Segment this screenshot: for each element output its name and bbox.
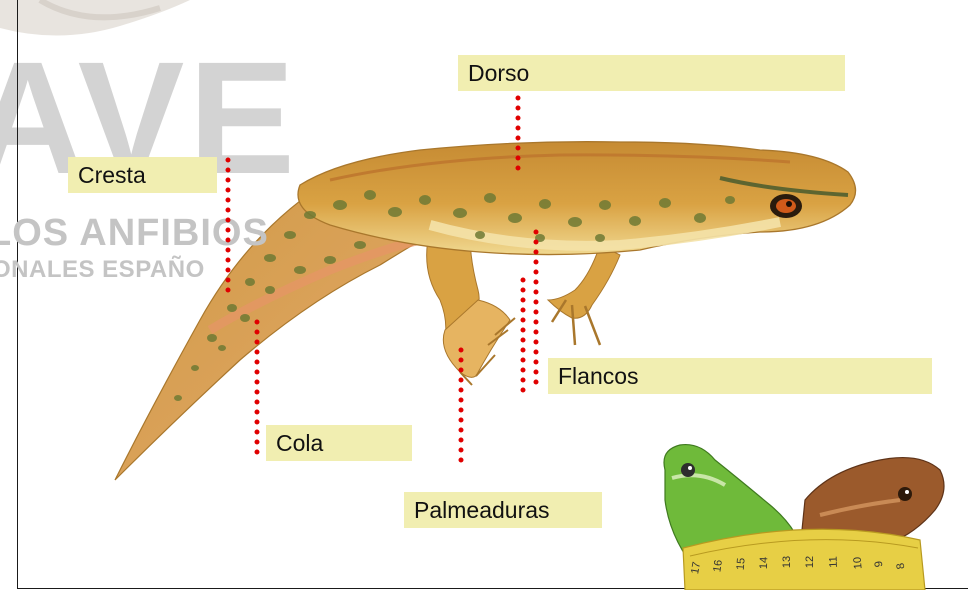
- tape-number: 13: [781, 556, 793, 568]
- tape-numbers: 17 16 15 14 13 12 11 10 9 8: [688, 560, 923, 588]
- tape-number: 17: [689, 561, 703, 575]
- tape-number: 15: [735, 557, 748, 570]
- tape-number: 9: [873, 560, 886, 568]
- tape-number: 10: [852, 556, 865, 569]
- tape-number: 14: [758, 557, 770, 570]
- tape-number: 11: [828, 556, 840, 568]
- tape-number: 16: [711, 559, 725, 573]
- tape-number: 12: [804, 556, 816, 568]
- tape-number: 8: [895, 562, 908, 570]
